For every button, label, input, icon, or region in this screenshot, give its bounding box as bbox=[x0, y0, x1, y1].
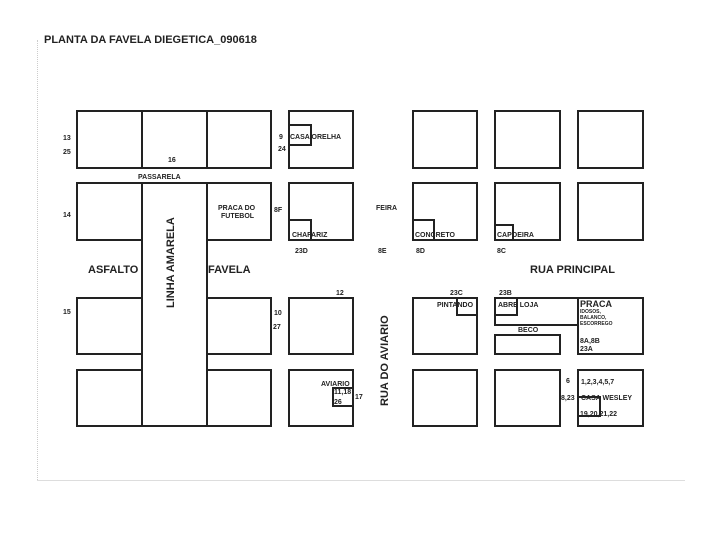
block-praca-futebol bbox=[206, 182, 272, 241]
praca-sub: IDOSOS, bbox=[580, 309, 601, 315]
praca-futebol-label-2: FUTEBOL bbox=[221, 213, 255, 220]
label: 23A bbox=[580, 346, 593, 353]
frame-bottom bbox=[37, 480, 685, 481]
label: 15 bbox=[63, 309, 71, 316]
block bbox=[494, 369, 561, 427]
chafariz-label: CHAFARIZ bbox=[292, 232, 328, 239]
block bbox=[494, 182, 561, 241]
label: 8A,8B bbox=[580, 338, 600, 345]
block bbox=[76, 110, 143, 169]
capoeira-box bbox=[494, 224, 514, 241]
block bbox=[412, 369, 478, 427]
label: 8F bbox=[274, 207, 283, 214]
block bbox=[206, 369, 272, 427]
beco-label: BECO bbox=[518, 327, 539, 334]
rua-do-aviario-label: RUA DO AVIARIO bbox=[379, 315, 391, 406]
rua-principal-label: RUA PRINCIPAL bbox=[530, 264, 615, 276]
casa-orelha-label: CASA ORELHA bbox=[290, 134, 342, 141]
label: 12 bbox=[336, 290, 344, 297]
block bbox=[412, 297, 478, 355]
abre-loja-box bbox=[494, 297, 518, 316]
label: 23B bbox=[499, 290, 512, 297]
label: 24 bbox=[278, 146, 286, 153]
block bbox=[76, 297, 143, 355]
label: 1,2,3,4,5,7 bbox=[581, 379, 615, 386]
label: 6 bbox=[566, 378, 570, 385]
praca-sub: ESCORREGO bbox=[580, 321, 613, 327]
casa-wesley-box bbox=[577, 396, 601, 417]
label: 11,18 bbox=[334, 389, 352, 396]
praca-sub: BALANCO, bbox=[580, 315, 607, 321]
label: 16 bbox=[168, 157, 176, 164]
block bbox=[288, 182, 354, 241]
block bbox=[494, 110, 561, 169]
block bbox=[76, 369, 143, 427]
block bbox=[412, 182, 478, 241]
asfalto-label: ASFALTO bbox=[88, 264, 139, 276]
praca-futebol-label: PRACA DO bbox=[218, 205, 256, 212]
label: 23D bbox=[295, 248, 308, 255]
linha-amarela-label: LINHA AMARELA bbox=[165, 217, 177, 308]
praca-label: PRACA bbox=[580, 299, 613, 309]
chafariz-box bbox=[288, 219, 312, 241]
label: 13 bbox=[63, 135, 71, 142]
concreto-box bbox=[412, 219, 435, 241]
frame-left bbox=[37, 40, 38, 480]
pintando-box bbox=[456, 297, 478, 316]
label: 8D bbox=[416, 248, 425, 255]
label: 14 bbox=[63, 212, 71, 219]
feira-label: FEIRA bbox=[376, 205, 397, 212]
block bbox=[76, 182, 143, 241]
block bbox=[206, 297, 272, 355]
casa-orelha-box bbox=[288, 124, 312, 146]
block bbox=[412, 110, 478, 169]
label: 8,23 bbox=[561, 395, 575, 402]
block bbox=[288, 297, 354, 355]
label: 10 bbox=[274, 310, 282, 317]
block-praca bbox=[577, 297, 644, 355]
aviario-box bbox=[332, 387, 354, 407]
block bbox=[577, 182, 644, 241]
label: 27 bbox=[273, 324, 281, 331]
label: 9 bbox=[279, 134, 283, 141]
label: 17 bbox=[355, 394, 363, 401]
aviario-label: AVIARIO bbox=[321, 381, 350, 388]
label: 19,20,21,22 bbox=[580, 411, 617, 418]
concreto-label: CONCRETO bbox=[415, 232, 455, 239]
block-beco bbox=[494, 334, 561, 355]
passarela-label: PASSARELA bbox=[138, 174, 181, 181]
label: 8E bbox=[378, 248, 387, 255]
capoeira-label: CAPOEIRA bbox=[497, 232, 534, 239]
casa-wesley-label: CASA WESLEY bbox=[581, 395, 633, 402]
block bbox=[206, 110, 272, 169]
label: 8C bbox=[497, 248, 506, 255]
label: 23C bbox=[450, 290, 463, 297]
page-title: PLANTA DA FAVELA DIEGETICA_090618 bbox=[44, 34, 257, 46]
label: 25 bbox=[63, 149, 71, 156]
pintando-label: PINTANDO bbox=[437, 302, 474, 309]
block bbox=[577, 110, 644, 169]
favela-label: FAVELA bbox=[208, 264, 251, 276]
label: 26 bbox=[334, 399, 342, 406]
abre-loja-label: ABRE LOJA bbox=[498, 302, 539, 309]
